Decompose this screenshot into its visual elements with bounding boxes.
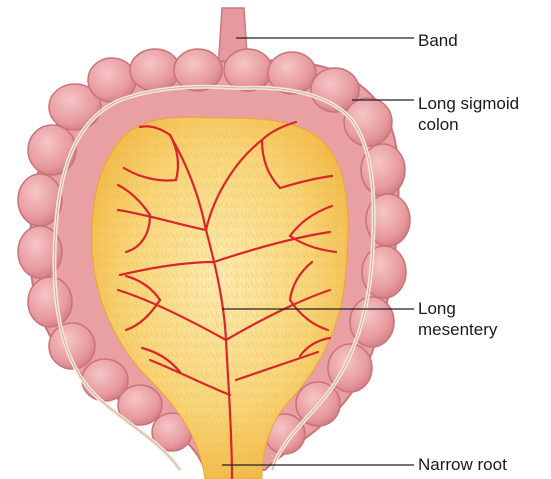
label-narrow-root: Narrow root (418, 454, 507, 475)
label-mesentery-line2: mesentery (418, 319, 497, 340)
label-band-text: Band (418, 30, 458, 51)
label-long-sigmoid-colon: Long sigmoid colon (418, 93, 519, 135)
label-colon-line1: Long sigmoid (418, 93, 519, 114)
label-root-text: Narrow root (418, 454, 507, 475)
label-band: Band (418, 30, 458, 51)
label-long-mesentery: Long mesentery (418, 298, 497, 340)
label-mesentery-line1: Long (418, 298, 497, 319)
label-colon-line2: colon (418, 114, 519, 135)
